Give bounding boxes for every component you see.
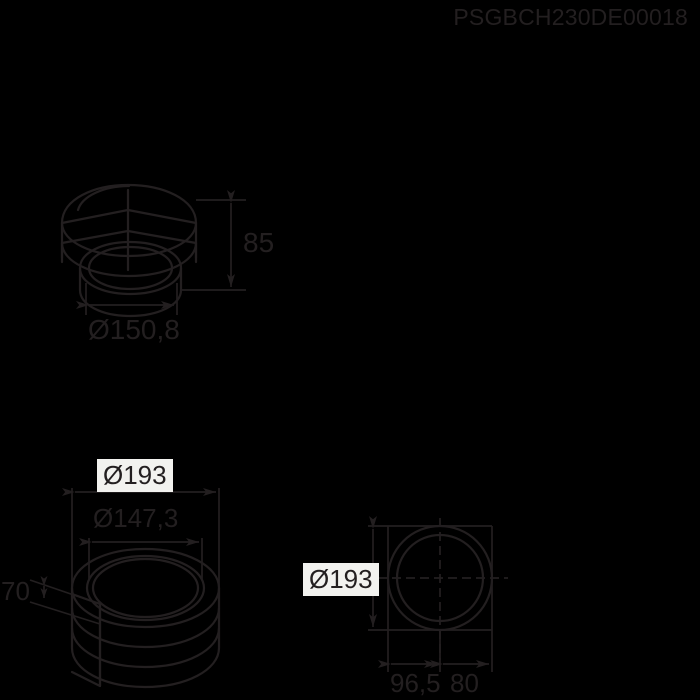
dimension-label-85: 85	[243, 227, 275, 258]
dimension-label-96-5: 96,5	[390, 668, 441, 698]
view-top-isometric	[60, 183, 246, 318]
view-bottom-isometric	[29, 488, 221, 689]
dimension-label-diameter-147-3: Ø147,3	[93, 503, 179, 533]
view-plan	[368, 516, 508, 672]
dimension-label-diameter-193-iso: Ø193	[97, 459, 173, 492]
drawing-number-title: PSGBCH230DE00018	[453, 4, 688, 30]
dimension-label-70: 70	[1, 576, 30, 606]
dimension-label-diameter-193-plan: Ø193	[303, 563, 379, 596]
dimension-label-diameter-150-8: Ø150,8	[88, 314, 180, 345]
dimension-label-80: 80	[450, 668, 479, 698]
